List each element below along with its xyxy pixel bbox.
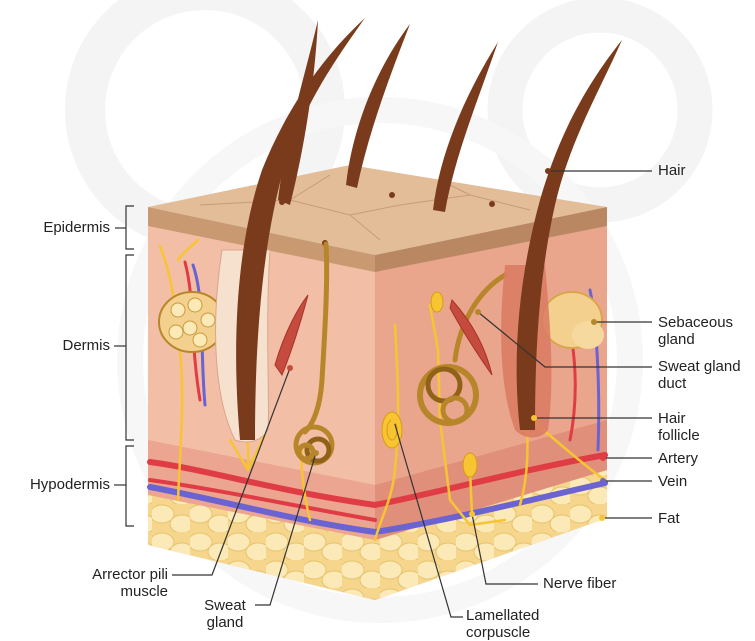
label-arrector-pili: Arrector pili muscle [40,566,168,600]
label-nerve-fiber: Nerve fiber [543,575,616,592]
label-lamellated-corpuscle: Lamellated corpuscle [466,607,539,641]
skin-block-side-face [375,224,607,600]
label-sebaceous-gland: Sebaceous gland [658,314,733,348]
label-dermis: Dermis [10,337,110,354]
label-hypodermis: Hypodermis [2,476,110,493]
label-epidermis: Epidermis [10,219,110,236]
label-fat: Fat [658,510,680,527]
label-artery: Artery [658,450,698,467]
label-sweat-gland: Sweat gland [195,597,255,631]
label-sweat-gland-duct: Sweat gland duct [658,358,741,392]
label-hair: Hair [658,162,686,179]
label-hair-follicle: Hair follicle [658,410,700,444]
label-vein: Vein [658,473,687,490]
